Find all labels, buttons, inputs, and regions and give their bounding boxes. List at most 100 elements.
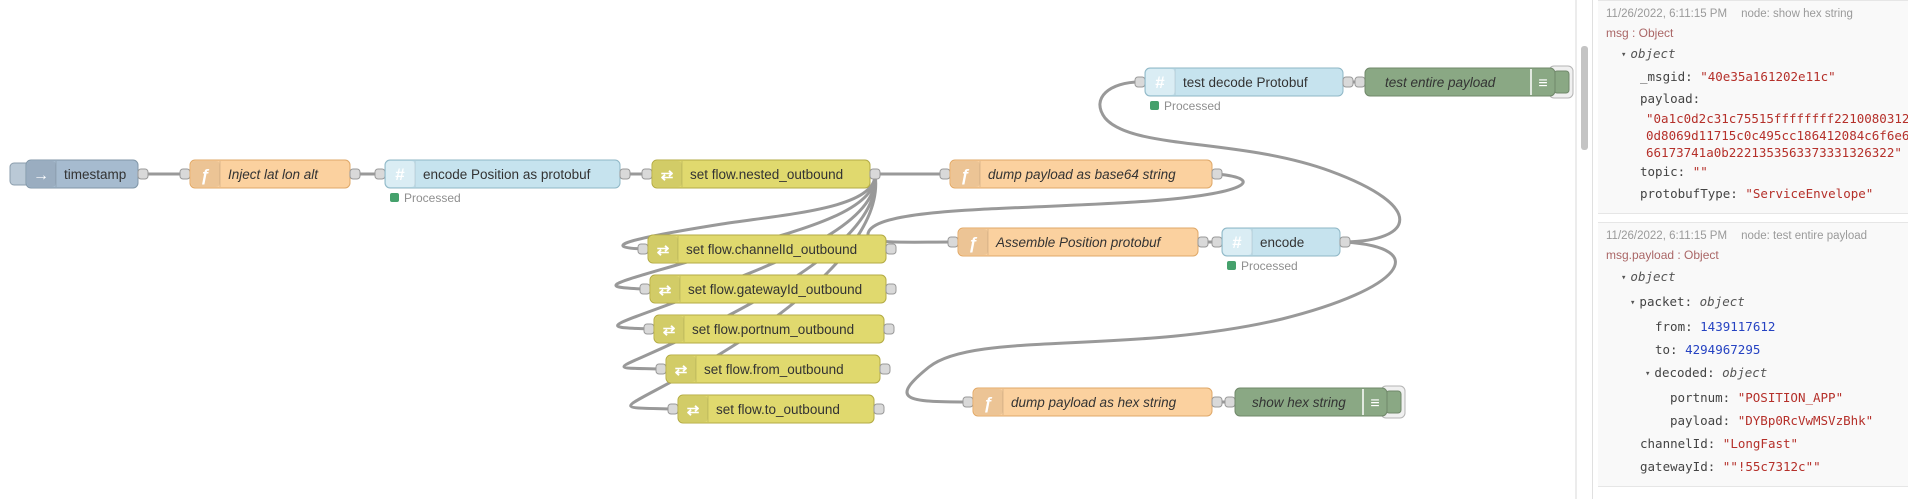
tree-row-gatewayid: gatewayId: ""!55c7312c"" xyxy=(1640,459,1821,474)
node-test-entire-payload-debug[interactable]: ≡ test entire payload xyxy=(1354,65,1574,99)
port[interactable] xyxy=(883,323,895,335)
payload-hex-line: 0d8069d11715c0c495cc186412084c6f6e674 xyxy=(1646,128,1908,143)
change-icon: ⇄ xyxy=(659,282,672,299)
node-set-flow-channelid-outbound[interactable]: ⇄ set flow.channelId_outbound xyxy=(637,234,897,264)
node-label: dump payload as base64 string xyxy=(988,167,1176,182)
tree-row-msgid: _msgid: "40e35a161202e11c" xyxy=(1640,69,1836,84)
port[interactable] xyxy=(1339,236,1351,248)
node-icon-box xyxy=(1146,69,1175,95)
collapse-triangle-icon[interactable]: ▾ xyxy=(1621,273,1627,283)
debug-object-tree: ▾object ▾packet: object from: 1439117612… xyxy=(1606,265,1900,478)
node-icon-box xyxy=(1223,229,1252,255)
node-encode-protobuf[interactable]: # encode Processed xyxy=(1211,227,1351,273)
port[interactable] xyxy=(639,283,651,295)
port[interactable] xyxy=(869,168,881,180)
port[interactable] xyxy=(643,323,655,335)
node-set-flow-gatewayid-outbound[interactable]: ⇄ set flow.gatewayId_outbound xyxy=(639,274,897,304)
node-test-decode-protobuf[interactable]: # test decode Protobuf Processed xyxy=(1134,67,1354,113)
port[interactable] xyxy=(939,168,951,180)
node-icon-box xyxy=(386,161,415,187)
port[interactable] xyxy=(947,236,959,248)
node-set-flow-to-outbound[interactable]: ⇄ set flow.to_outbound xyxy=(667,394,885,424)
tree-row-packet: ▾packet: object xyxy=(1630,294,1745,309)
port[interactable] xyxy=(641,168,653,180)
port[interactable] xyxy=(374,168,386,180)
debug-toggle-inner xyxy=(1553,70,1570,94)
port[interactable] xyxy=(1211,396,1223,408)
node-label: set flow.portnum_outbound xyxy=(692,322,854,337)
debug-sidebar[interactable]: 11/26/2022, 6:11:15 PM node: show hex st… xyxy=(1592,0,1908,499)
node-inject-lat-lon-alt[interactable]: ƒ Inject lat lon alt xyxy=(179,159,361,189)
debug-list-icon: ≡ xyxy=(1538,75,1547,92)
scrollbar-thumb[interactable] xyxy=(1581,46,1588,150)
change-icon: ⇄ xyxy=(675,362,688,379)
status-label: Processed xyxy=(1241,259,1298,273)
debug-object-tree: ▾object _msgid: "40e35a161202e11c" paylo… xyxy=(1606,43,1908,205)
collapse-triangle-icon[interactable]: ▾ xyxy=(1645,369,1651,379)
node-label: set flow.from_outbound xyxy=(704,362,844,377)
node-label: set flow.gatewayId_outbound xyxy=(688,282,862,297)
node-label: timestamp xyxy=(64,167,126,182)
node-icon-box xyxy=(951,161,980,187)
node-show-hex-string-debug[interactable]: ≡ show hex string xyxy=(1224,385,1406,419)
node-label: set flow.channelId_outbound xyxy=(686,242,857,257)
port[interactable] xyxy=(655,363,667,375)
port[interactable] xyxy=(879,363,891,375)
status-dot xyxy=(1150,101,1159,110)
tree-row-to: to: 4294967295 xyxy=(1655,342,1761,357)
port[interactable] xyxy=(1354,76,1366,88)
debug-source-node: node: show hex string xyxy=(1741,8,1853,20)
port[interactable] xyxy=(1342,76,1354,88)
node-body xyxy=(1234,387,1388,417)
port[interactable] xyxy=(1211,168,1223,180)
debug-msg-path: msg : Object xyxy=(1606,26,1674,40)
node-dump-payload-as-hex-string[interactable]: ƒ dump payload as hex string xyxy=(962,387,1223,417)
debug-source-node: node: test entire payload xyxy=(1741,230,1868,242)
port[interactable] xyxy=(619,168,631,180)
port[interactable] xyxy=(667,403,679,415)
node-icon-box xyxy=(974,389,1003,415)
node-set-flow-from-outbound[interactable]: ⇄ set flow.from_outbound xyxy=(655,354,891,384)
collapse-triangle-icon[interactable]: ▾ xyxy=(1630,298,1636,308)
debug-toggle-inner xyxy=(1385,390,1402,414)
tree-row-payload: payload: "DYBp0RcVwMSVzBhk" xyxy=(1670,413,1874,428)
port[interactable] xyxy=(885,243,897,255)
node-encode-position-as-protobuf[interactable]: # encode Position as protobuf Processed xyxy=(374,159,631,205)
change-icon: ⇄ xyxy=(687,402,700,419)
port[interactable] xyxy=(873,403,885,415)
port[interactable] xyxy=(637,243,649,255)
debug-timestamp: 11/26/2022, 6:11:15 PM xyxy=(1606,230,1728,242)
port[interactable] xyxy=(349,168,361,180)
port[interactable] xyxy=(1211,236,1223,248)
debug-timestamp: 11/26/2022, 6:11:15 PM xyxy=(1606,8,1728,20)
debug-message-meta: 11/26/2022, 6:11:15 PM node: show hex st… xyxy=(1606,5,1900,23)
debug-msg-path: msg.payload : Object xyxy=(1606,248,1719,262)
node-assemble-position-protobuf[interactable]: ƒ Assemble Position protobuf xyxy=(947,227,1209,257)
node-dump-payload-as-base64-string[interactable]: ƒ dump payload as base64 string xyxy=(939,159,1223,189)
node-label: show hex string xyxy=(1252,395,1346,410)
node-set-flow-portnum-outbound[interactable]: ⇄ set flow.portnum_outbound xyxy=(643,314,895,344)
node-set-flow-nested-outbound[interactable]: ⇄ set flow.nested_outbound xyxy=(641,159,881,189)
port[interactable] xyxy=(137,168,149,180)
debug-list-icon: ≡ xyxy=(1370,395,1379,412)
node-icon-box xyxy=(679,396,708,422)
collapse-triangle-icon[interactable]: ▾ xyxy=(1621,50,1627,60)
port[interactable] xyxy=(962,396,974,408)
port[interactable] xyxy=(1224,396,1236,408)
node-label: encode xyxy=(1260,235,1304,250)
wire xyxy=(629,172,878,411)
node-timestamp-inject[interactable]: → timestamp xyxy=(9,159,149,189)
port[interactable] xyxy=(885,283,897,295)
tree-row-portnum: portnum: "POSITION_APP" xyxy=(1670,390,1844,405)
port[interactable] xyxy=(1134,76,1146,88)
change-icon: ⇄ xyxy=(663,322,676,339)
node-icon-box xyxy=(667,356,696,382)
node-label: Assemble Position protobuf xyxy=(995,235,1162,250)
node-icon-box xyxy=(191,161,220,187)
node-body xyxy=(1364,67,1556,97)
flow-canvas[interactable]: → timestamp ƒ Inject lat lon alt # encod… xyxy=(0,0,1592,499)
port[interactable] xyxy=(179,168,191,180)
tree-row-object: ▾object xyxy=(1621,269,1676,284)
port[interactable] xyxy=(1197,236,1209,248)
